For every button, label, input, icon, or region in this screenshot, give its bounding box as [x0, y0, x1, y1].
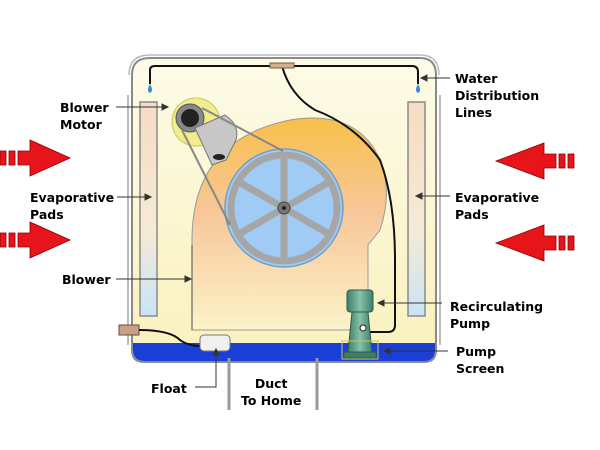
label-pump-screen: Pump Screen — [456, 344, 505, 376]
pump-screen — [341, 340, 379, 360]
water-drop-left — [148, 84, 152, 93]
label-blower-motor: Blower Motor — [60, 100, 109, 132]
leader-lines — [116, 74, 450, 388]
label-evaporative-pads-right: Evaporative Pads — [455, 190, 540, 222]
label-duct-to-home: Duct To Home — [241, 376, 302, 408]
airflow-arrow-left-top — [0, 139, 71, 177]
evaporative-pad-right — [407, 101, 426, 317]
blower-wheel — [224, 148, 344, 268]
airflow-arrow-right-top — [494, 142, 575, 180]
label-blower: Blower — [62, 272, 111, 287]
airflow-arrow-right-bottom — [494, 224, 575, 262]
evaporative-pad-left — [139, 101, 158, 317]
duct-to-home — [227, 358, 319, 410]
water-drop-right — [416, 84, 420, 93]
blower-motor — [171, 97, 284, 226]
label-water-distribution-lines: Water Distribution Lines — [455, 71, 540, 120]
recirculating-pump — [341, 289, 379, 360]
label-evaporative-pads-left: Evaporative Pads — [30, 190, 115, 222]
airflow-arrow-left-bottom — [0, 221, 71, 259]
label-recirculating-pump: Recirculating Pump — [450, 299, 544, 331]
label-float: Float — [151, 381, 187, 396]
float — [118, 324, 231, 352]
